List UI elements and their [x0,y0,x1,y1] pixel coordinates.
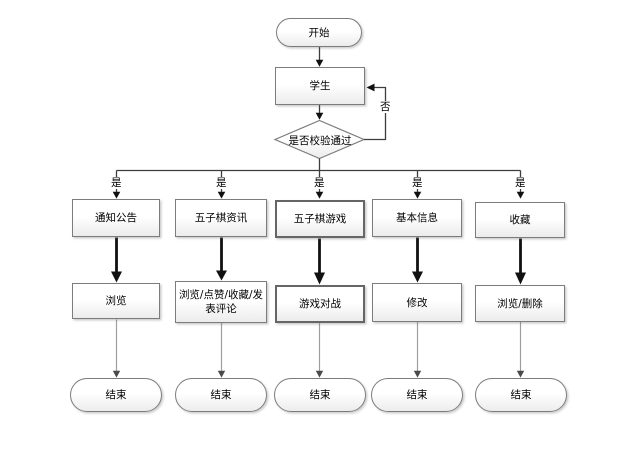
node-battle: 游戏对战 [275,285,365,323]
node-start: 开始 [276,18,362,47]
node-info: 基本信息 [372,199,462,237]
node-news-actions: 浏览/点赞/收藏/发表评论 [175,281,267,323]
light-arrowheads [112,370,525,378]
light-edges [115,319,522,371]
node-notice: 通知公告 [72,199,160,237]
node-decision-label: 是否校验通过 [288,135,352,147]
edge-label-yes-1: 是 [110,177,123,189]
edge-label-yes-3: 是 [313,177,326,189]
main-flow-arrowheads [112,59,525,199]
thick-arrowheads [111,270,526,285]
node-modify: 修改 [372,283,462,322]
edge-label-no: 否 [379,101,392,113]
node-favorites-actions: 浏览/删除 [475,285,565,322]
node-game: 五子棋游戏 [275,200,365,238]
node-end-5: 结束 [475,378,567,412]
node-end-1: 结束 [70,378,162,412]
node-end-2: 结束 [175,378,267,412]
edge-label-yes-4: 是 [411,177,424,189]
node-end-3: 结束 [274,378,366,412]
node-browse: 浏览 [72,283,160,319]
node-end-4: 结束 [371,378,463,412]
thick-edges [115,237,522,273]
node-news: 五子棋资讯 [175,199,267,237]
node-favorites: 收藏 [475,202,565,238]
node-student: 学生 [275,67,365,105]
edge-label-yes-5: 是 [514,177,527,189]
edge-label-yes-2: 是 [215,177,228,189]
